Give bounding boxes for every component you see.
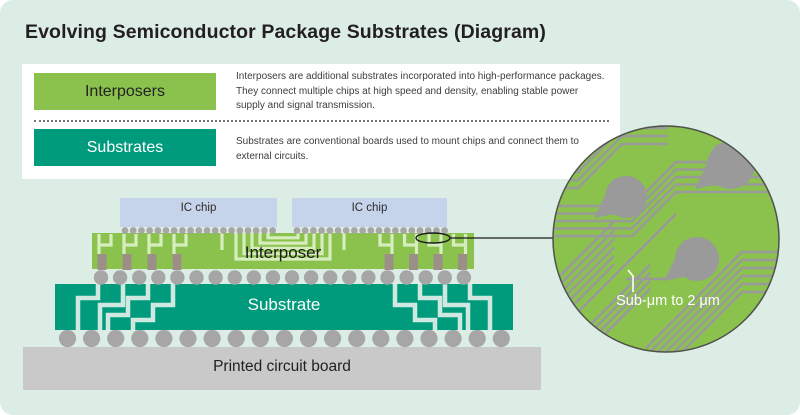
substrates-swatch: Substrates (34, 129, 216, 166)
interposer-label: Interposer (244, 243, 322, 262)
page-title: Evolving Semiconductor Package Substrate… (25, 21, 546, 43)
magnifier-ellipse (415, 232, 451, 244)
legend-box: Interposers Interposers are additional s… (22, 64, 620, 179)
interposers-label: Interposers (84, 82, 166, 100)
substrates-label: Substrates (86, 138, 164, 156)
wiring-pitch-annotation: Sub-μm to 2 μm (616, 293, 720, 309)
dotted-divider (34, 120, 609, 122)
interposers-swatch: Interposers (34, 73, 216, 110)
pcb-label: Printed circuit board (213, 358, 351, 375)
annotation-pointer (627, 269, 634, 292)
substrates-description: Substrates are conventional boards used … (236, 136, 579, 162)
microbumps-left-chip (121, 227, 276, 234)
ic-chip-right-label: IC chip (351, 202, 388, 214)
interposer-bumps (93, 270, 472, 285)
substrate-label: Substrate (247, 295, 321, 314)
interposers-description: Interposers are additional substrates in… (236, 71, 605, 111)
microbumps-right-chip (293, 227, 448, 234)
solder-balls (58, 329, 510, 348)
ic-chip-left-label: IC chip (180, 202, 217, 214)
